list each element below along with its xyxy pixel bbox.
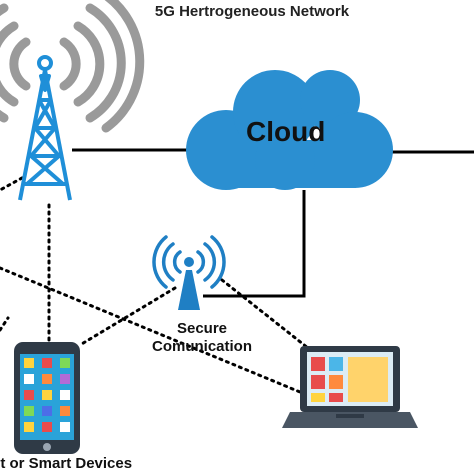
smartphone-icon [14, 342, 80, 454]
connection-lines [0, 148, 474, 394]
left-bottom-dotted-link [0, 316, 10, 332]
access-point-laptop-dotted-link [220, 278, 310, 350]
tower-signal-arcs [0, 0, 145, 133]
tower-left-dotted-link [0, 176, 24, 192]
cloud-icon [186, 70, 393, 190]
phone-app-icons [24, 358, 70, 432]
left-laptop-dotted-link [0, 266, 302, 394]
secure-communication-label: Secure Comunication [134, 320, 270, 356]
cloud-label: Cloud [246, 116, 326, 147]
tower-top-node [37, 55, 53, 71]
diagram-title: 5G Hertrogeneous Network [154, 3, 350, 20]
cloud-access-point-link [203, 190, 306, 298]
secure-label-line2: Comunication [152, 338, 252, 355]
laptop-icon [282, 346, 418, 428]
devices-label: et or Smart Devices [0, 455, 133, 472]
wifi-antenna-icon [152, 235, 226, 310]
secure-label-line1: Secure [176, 320, 228, 337]
access-point-phone-dotted-link [78, 286, 177, 347]
phone-home-button [43, 443, 51, 451]
cell-tower-icon [0, 0, 145, 201]
